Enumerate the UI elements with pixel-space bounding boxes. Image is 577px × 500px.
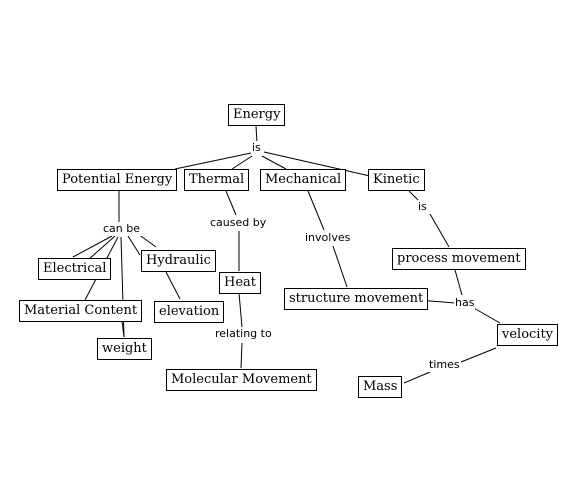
connector-has-velocity <box>471 306 501 324</box>
node-potential-energy[interactable]: Potential Energy <box>57 169 178 191</box>
node-elevation[interactable]: elevation <box>154 301 225 323</box>
node-structure-movement[interactable]: structure movement <box>284 288 429 310</box>
connector-is-mechanical <box>261 155 287 170</box>
connector-times-mass <box>403 371 431 384</box>
connector-canbe-hydraulic-2 <box>137 233 157 248</box>
connector-involves-structure <box>332 245 348 288</box>
link-is: is <box>251 141 262 155</box>
node-thermal[interactable]: Thermal <box>184 169 250 191</box>
connector-material-weight <box>121 320 125 338</box>
connector-kinetic-is <box>408 190 419 201</box>
link-times: times <box>428 358 461 372</box>
connector-is-kinetic <box>263 151 371 177</box>
connector-is-thermal <box>231 155 253 170</box>
connector-process-has <box>454 269 463 296</box>
connector-energy-is <box>255 125 258 144</box>
node-process-movement[interactable]: process movement <box>392 248 526 270</box>
node-heat[interactable]: Heat <box>219 272 262 294</box>
connector-mechanical-involves <box>307 190 325 231</box>
node-mass[interactable]: Mass <box>358 376 403 398</box>
node-hydraulic[interactable]: Hydraulic <box>141 250 216 272</box>
connector-velocity-times <box>460 347 497 363</box>
connector-heat-relatingto <box>238 292 243 328</box>
connector-thermal-causedby <box>225 190 237 216</box>
connector-is-process <box>429 213 450 248</box>
node-molecular-movement[interactable]: Molecular Movement <box>166 369 317 391</box>
connector-is-potential <box>174 152 252 170</box>
node-velocity[interactable]: velocity <box>497 324 559 346</box>
connector-relatingto-molecular <box>240 342 243 369</box>
link-can-be: can be <box>102 222 142 236</box>
link-relating-to: relating to <box>214 327 273 341</box>
link-caused-by: caused by <box>209 216 268 230</box>
node-weight[interactable]: weight <box>97 338 152 360</box>
node-material-content[interactable]: Material Content <box>19 300 143 322</box>
node-electrical[interactable]: Electrical <box>38 258 112 280</box>
node-kinetic[interactable]: Kinetic <box>368 169 425 191</box>
link-is-kinetic: is <box>417 200 428 214</box>
connector-hydraulic-elevation <box>165 271 181 300</box>
link-has: has <box>454 296 476 310</box>
link-involves: involves <box>304 231 352 245</box>
node-mechanical[interactable]: Mechanical <box>260 169 347 191</box>
connector-canbe-electrical <box>72 235 113 258</box>
connector-canbe-hydraulic <box>127 235 141 256</box>
node-energy[interactable]: Energy <box>228 104 286 126</box>
connector-canbe-electrical-2 <box>87 235 116 261</box>
